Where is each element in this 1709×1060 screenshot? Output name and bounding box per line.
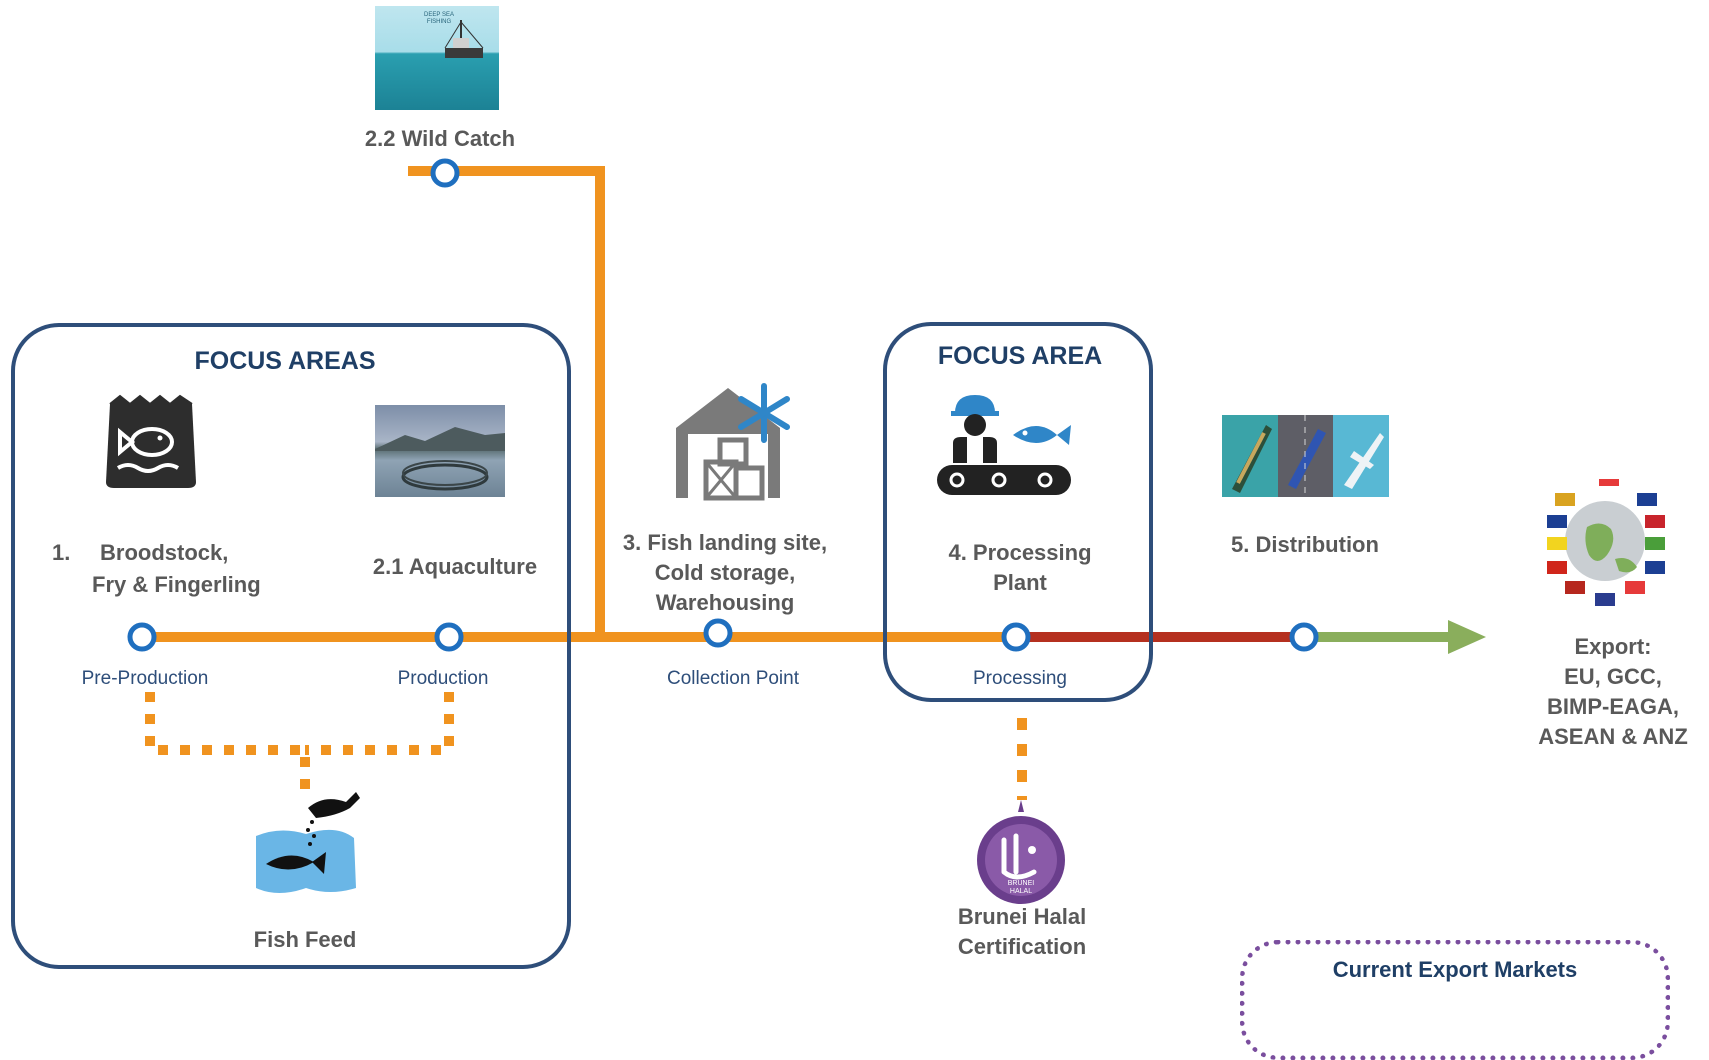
node-processing [1001,622,1031,652]
node-pre-production [127,622,157,652]
export-line3: BIMP-EAGA, [1547,694,1679,719]
halal-label: Brunei Halal Certification [930,902,1114,962]
snowflake-icon [738,383,790,443]
deep-sea-fishing-caption: DEEP SEA FISHING [424,12,454,25]
export-line2: EU, GCC, [1564,664,1662,689]
wild-catch-line [408,166,605,637]
landing-line1: 3. Fish landing site, [622,530,828,555]
stage-pre-production: Pre-Production [81,668,209,689]
fish-cage-icon [375,427,505,491]
landing-line3: Warehousing [655,590,795,615]
airplane-icon [1344,433,1384,489]
fish-bag-icon [100,390,202,492]
processing-line1: 4. Processing [948,540,1092,565]
focus-area-box [883,322,1153,702]
truck-icon [1288,429,1326,489]
node-production [434,622,464,652]
feed-connector-right [305,692,454,755]
stage-production: Production [397,668,489,689]
stage-processing: Processing [973,668,1067,689]
landing-line2: Cold storage, [654,560,796,585]
wild-catch-label: 2.2 Wild Catch [364,126,516,151]
node-wild-catch [430,158,460,188]
aquaculture-image [375,405,505,497]
export-line4: ASEAN & ANZ [1538,724,1688,749]
distribution-label: 5. Distribution [1231,532,1379,557]
broodstock-line2: Fry & Fingerling [92,572,261,597]
current-export-markets-label: Current Export Markets [1332,957,1578,982]
node-collection [703,618,733,648]
landing-label: 3. Fish landing site, Cold storage, Ware… [600,528,850,618]
cargo-ship-icon [1232,425,1272,493]
processing-line2: Plant [993,570,1047,595]
fish-feed-label: Fish Feed [253,927,357,952]
halal-line2: Certification [957,934,1087,959]
broodstock-line1: Broodstock, [100,540,229,565]
processing-plant-label: 4. Processing Plant [920,538,1120,598]
halal-badge-text: BRUNEI HALAL [1007,880,1035,895]
fishing-boat-icon [444,20,484,58]
export-label: Export: EU, GCC, BIMP-EAGA, ASEAN & ANZ [1520,632,1706,752]
focus-area-title: FOCUS AREA [937,342,1103,370]
focus-areas-title: FOCUS AREAS [194,347,376,375]
processing-worker-icon [933,393,1073,497]
deep-sea-fishing-image: DEEP SEA FISHING [375,6,499,110]
value-chain-lines [127,158,1486,800]
aquaculture-label: 2.1 Aquaculture [372,554,538,579]
node-distribution [1289,622,1319,652]
cold-storage-icon [672,382,798,502]
halal-line1: Brunei Halal [957,904,1087,929]
feed-connector-left [145,692,310,790]
fish-feed-image [250,788,362,900]
stage-collection: Collection Point [666,668,800,689]
distribution-image [1222,415,1389,497]
export-line1: Export: [1574,634,1652,659]
broodstock-number: 1. [52,540,71,565]
arrow-head-icon [1448,620,1486,654]
focus-areas-box [11,323,571,969]
export-globe-icon [1545,475,1665,609]
brunei-halal-badge: BRUNEI HALAL [972,800,1070,906]
